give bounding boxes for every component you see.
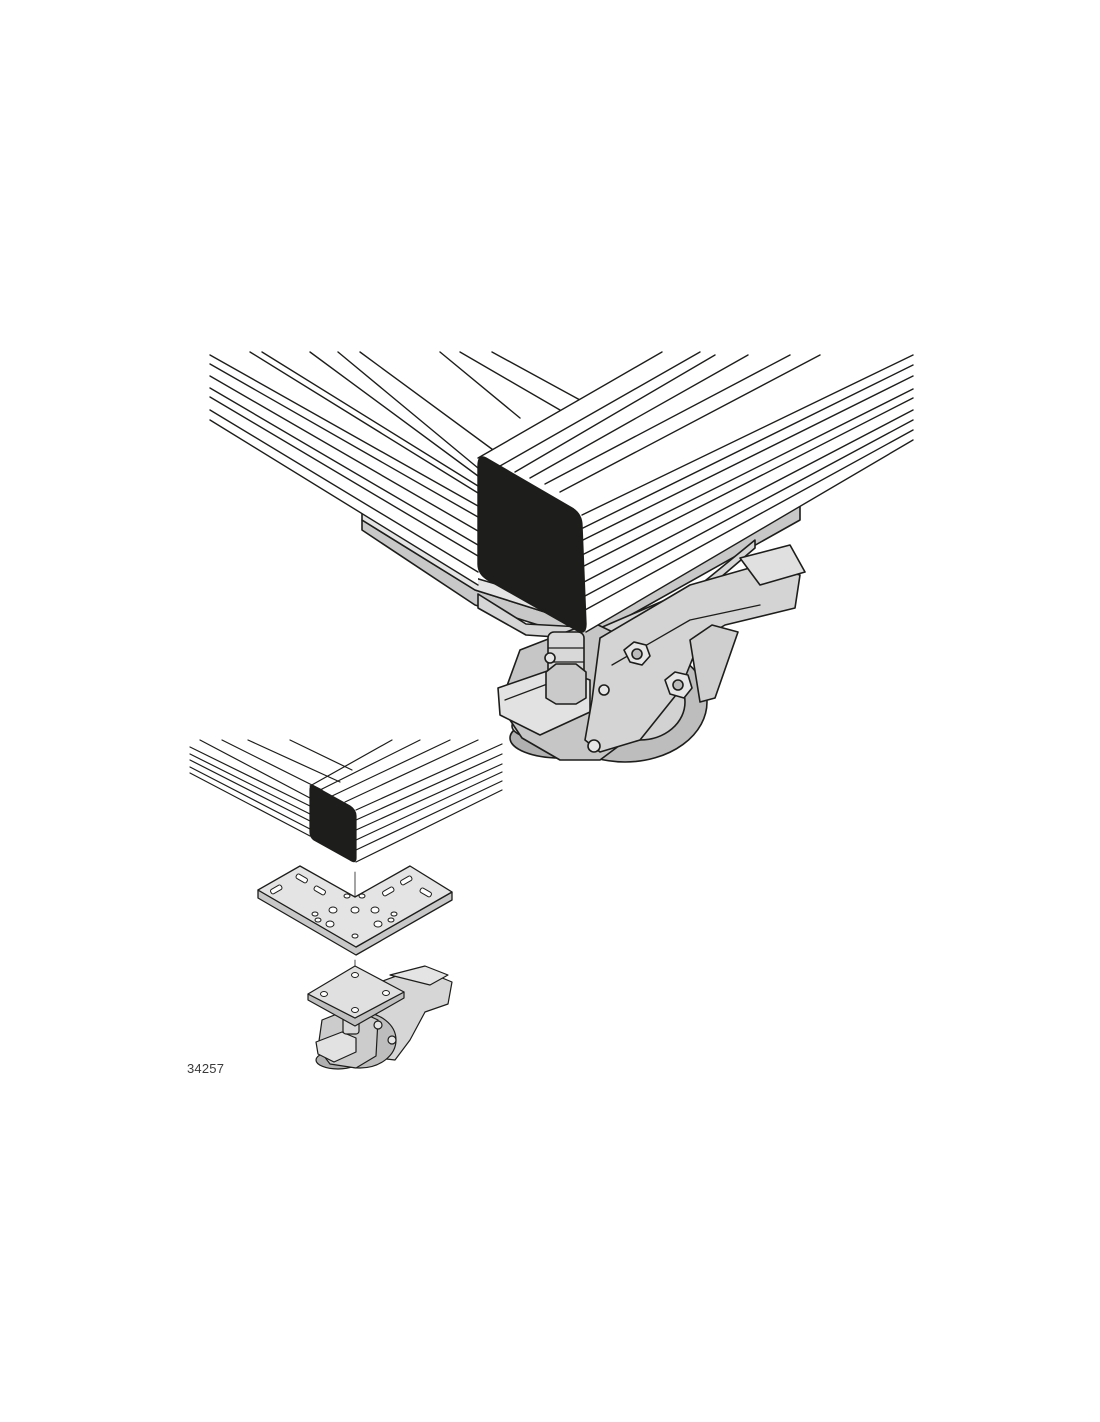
small-profile-end-cap bbox=[309, 784, 357, 863]
large-assembly-view bbox=[209, 351, 914, 763]
plate-holes bbox=[311, 893, 398, 939]
large-brake-pedal bbox=[739, 544, 806, 586]
small-caster-top-plate bbox=[307, 965, 405, 1019]
large-profile-right bbox=[477, 351, 914, 633]
figure-number: 34257 bbox=[187, 1061, 225, 1076]
large-rivet-back bbox=[544, 652, 556, 664]
plate-slots bbox=[270, 873, 432, 898]
large-release-tab bbox=[689, 624, 739, 703]
large-profile-left bbox=[209, 351, 581, 586]
large-profile-left-face bbox=[210, 352, 478, 585]
large-rivet-side bbox=[598, 684, 610, 696]
small-caster bbox=[307, 965, 453, 1070]
small-profile-corner bbox=[189, 739, 503, 863]
small-pivot-bolt bbox=[373, 1020, 383, 1030]
large-profile-end-cap bbox=[477, 456, 587, 633]
large-profile-right-side-face bbox=[582, 355, 913, 632]
small-mounting-plate bbox=[257, 865, 453, 956]
large-spindle-nut bbox=[545, 663, 587, 705]
large-rivet bbox=[587, 739, 601, 753]
large-caster bbox=[361, 491, 806, 763]
small-axle-bolt bbox=[387, 1035, 397, 1045]
large-profile-right-top-face bbox=[478, 352, 913, 515]
small-exploded-view bbox=[189, 739, 503, 1070]
